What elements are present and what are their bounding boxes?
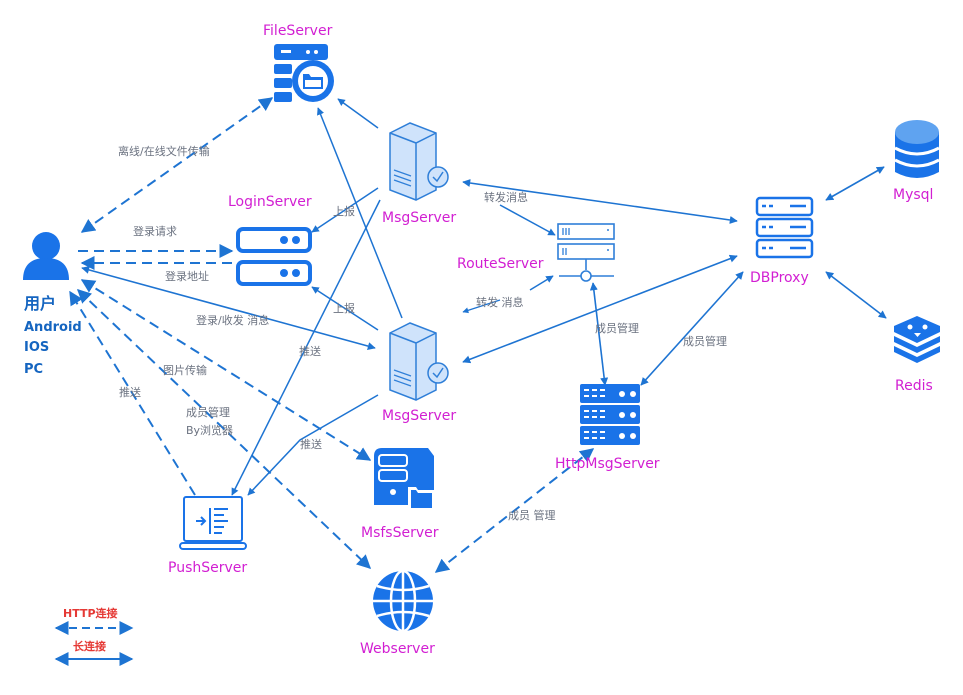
- edge-msgserver2-pushserver: [247, 394, 379, 496]
- user-platform-ios: IOS: [24, 340, 49, 355]
- edge-httpmsgserver-routeserver: [589, 282, 609, 386]
- edge-label-report-1: 上报: [333, 204, 355, 218]
- routeserver-label: RouteServer: [457, 256, 544, 272]
- node-redis[interactable]: Redis: [894, 316, 940, 394]
- edge-msgserver1-dbproxy: [462, 179, 738, 224]
- edge-pushserver-user: [69, 290, 196, 496]
- edges: [69, 97, 887, 573]
- edge-webserver-httpmsgserver: [434, 448, 595, 573]
- node-loginserver[interactable]: LoginServer: [228, 194, 312, 286]
- node-msfsserver[interactable]: MsfsServer: [361, 448, 439, 541]
- edge-label-login-address: 登录地址: [165, 269, 209, 283]
- edge-msgserver2-routeserver-b: [529, 275, 554, 291]
- node-msgserver1[interactable]: MsgServer: [382, 122, 456, 226]
- loginserver-label: LoginServer: [228, 194, 312, 210]
- edge-label-member-mgmt-db: 成员管理: [683, 334, 727, 348]
- node-webserver[interactable]: Webserver: [360, 569, 435, 657]
- edge-httpmsgserver-dbproxy: [640, 271, 744, 386]
- legend-long-label: 长连接: [73, 639, 106, 653]
- edge-msgserver1-routeserver: [499, 204, 556, 236]
- redis-label: Redis: [895, 378, 933, 394]
- edge-label-member-mgmt-web: 成员 管理: [508, 508, 556, 522]
- edge-label-file-transfer: 离线/在线文件传输: [118, 144, 210, 158]
- server-rack-filled-icon: [580, 384, 640, 445]
- httpmsgserver-label: HttpMsgServer: [555, 456, 660, 472]
- edge-msgserver1-fileserver: [337, 98, 379, 129]
- node-pushserver[interactable]: PushServer: [168, 496, 247, 576]
- user-label: 用户: [24, 294, 56, 313]
- globe-icon: [373, 569, 433, 633]
- edge-msgserver1-pushserver: [231, 199, 381, 496]
- edge-msgserver2-loginserver: [311, 286, 379, 331]
- edge-msgserver1-loginserver: [311, 187, 379, 233]
- edge-label-push-user: 推送: [119, 385, 141, 399]
- dbproxy-label: DBProxy: [750, 270, 809, 286]
- node-fileserver[interactable]: FileServer: [263, 23, 334, 102]
- edge-label-forward-1: 转发消息: [484, 190, 528, 204]
- database-icon: [894, 120, 940, 178]
- mysql-label: Mysql: [893, 187, 933, 203]
- edge-user-webserver: [76, 289, 372, 569]
- edge-user-fileserver: [80, 97, 274, 233]
- edge-label-push-1: 推送: [299, 344, 321, 358]
- server-tower-icon: [389, 322, 449, 401]
- msgserver2-label: MsgServer: [382, 408, 456, 424]
- node-dbproxy[interactable]: DBProxy: [750, 196, 814, 286]
- edge-dbproxy-mysql: [825, 166, 885, 201]
- fileserver-label: FileServer: [263, 23, 333, 39]
- webserver-label: Webserver: [360, 641, 435, 657]
- file-server-icon: [274, 44, 334, 102]
- edge-label-member-mgmt-route: 成员管理: [595, 321, 639, 335]
- legend: HTTP连接 长连接: [54, 606, 134, 666]
- edge-label-member-mgmt-browser-2: By浏览器: [186, 423, 233, 437]
- node-routeserver[interactable]: RouteServer: [457, 223, 615, 282]
- server-stack-icon: [236, 227, 312, 286]
- pc-folder-icon: [374, 448, 434, 511]
- edge-label-login-message: 登录/收发 消息: [196, 313, 269, 327]
- edge-label-login-request: 登录请求: [133, 224, 177, 238]
- network-server-icon: [557, 223, 615, 282]
- edge-label-report-2: 上报: [333, 301, 355, 315]
- node-msgserver2[interactable]: MsgServer: [382, 322, 456, 424]
- edge-dbproxy-redis: [825, 271, 887, 319]
- edge-msgserver2-fileserver: [317, 107, 403, 319]
- edge-labels: 离线/在线文件传输 登录请求 登录地址 登录/收发 消息 图片传输 成员管理 B…: [118, 144, 727, 522]
- edge-label-forward-2: 转发 消息: [476, 295, 524, 309]
- laptop-icon: [179, 496, 247, 550]
- redis-icon: [894, 316, 940, 363]
- user-icon: [23, 232, 69, 280]
- server-tower-icon: [389, 122, 449, 201]
- pushserver-label: PushServer: [168, 560, 247, 576]
- msgserver1-label: MsgServer: [382, 210, 456, 226]
- msfsserver-label: MsfsServer: [361, 525, 439, 541]
- legend-http-label: HTTP连接: [63, 606, 118, 620]
- edge-label-member-mgmt-browser-1: 成员管理: [186, 405, 230, 419]
- edge-label-push-2: 推送: [300, 437, 322, 451]
- node-user[interactable]: 用户 Android IOS PC: [23, 232, 82, 377]
- node-mysql[interactable]: Mysql: [893, 120, 940, 203]
- user-platform-pc: PC: [24, 362, 43, 377]
- server-rack-icon: [755, 196, 814, 259]
- node-httpmsgserver[interactable]: HttpMsgServer: [555, 384, 660, 472]
- edge-label-image-transfer: 图片传输: [163, 363, 207, 377]
- user-platform-android: Android: [24, 320, 82, 335]
